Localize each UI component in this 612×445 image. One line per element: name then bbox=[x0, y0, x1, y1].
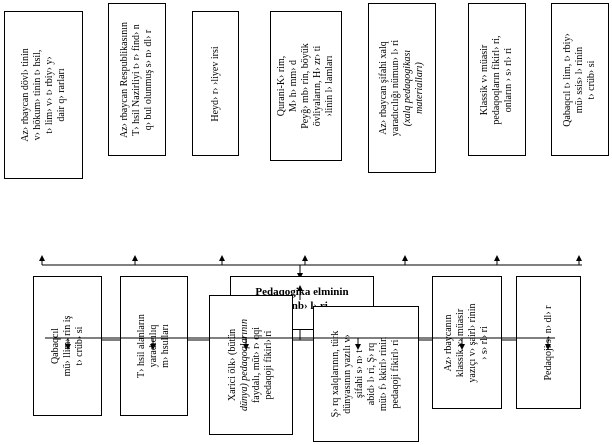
source-box-classic-pedagogues: Klassik v› müasir pedaqoqların fikirl› r… bbox=[468, 3, 526, 156]
source-box-state-decisions: Az› rbaycan dövl› tinin v› hökum› tinin … bbox=[4, 11, 83, 179]
source-box-foreign-pedagogues: Xarici ölk› (bütün dünya) pedaqoqlarının… bbox=[209, 295, 293, 435]
source-box-folk-pedagogy: Az› rbaycan şifahi xalq yaradıcılığı nüm… bbox=[368, 3, 436, 173]
source-box-ministry-documents: Az› rbaycan Respublikasının T› hsil Nazi… bbox=[108, 3, 166, 156]
source-box-advanced-institutions: Qabaqcıl t› lim, t› rbiy› mü› ssis› l› r… bbox=[551, 3, 609, 156]
source-box-eastern-heritage: Ş› rq xalqlarının, türk dünyasının yazıl… bbox=[313, 306, 419, 442]
source-box-quran: Qurani-K› rim, M› h› mm› d Peyğ› mb› rin… bbox=[270, 11, 342, 161]
source-box-heydar-aliyev: Heyd› r› ›liyev irsi bbox=[192, 11, 239, 156]
source-box-azerbaijani-writers: Az› rbaycanın klassik v› müasir yazıçı v… bbox=[432, 276, 502, 409]
